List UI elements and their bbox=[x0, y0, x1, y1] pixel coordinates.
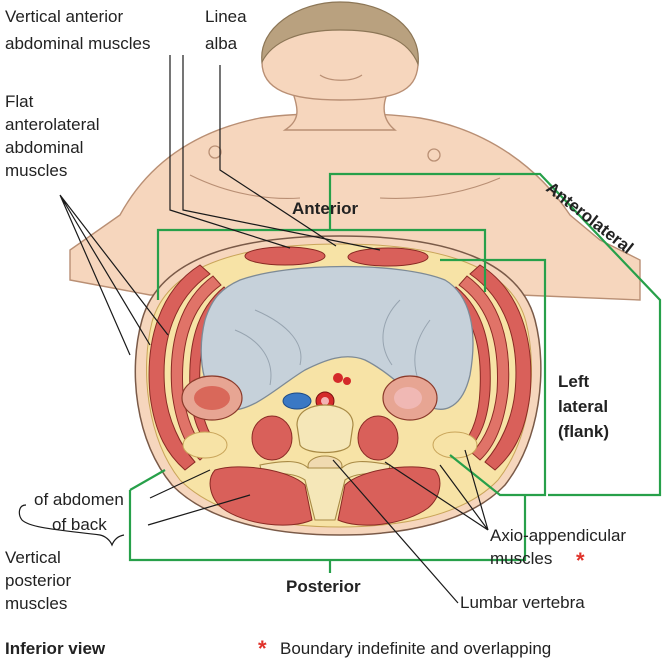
label-of-abdomen: of abdomen bbox=[34, 490, 124, 509]
posterior-bracket-in-left bbox=[130, 470, 165, 490]
quadratus-right bbox=[433, 432, 477, 458]
label-boundary-note: Boundary indefinite and overlapping bbox=[280, 639, 551, 658]
label-left-lateral-line1: Left bbox=[558, 372, 590, 391]
label-axio-appendicular: Axio-appendicular muscles bbox=[490, 526, 631, 568]
label-linea-alba-line1: Linea bbox=[205, 7, 247, 26]
label-flat-line2: anterolateral bbox=[5, 115, 100, 134]
label-linea-alba: Linea alba bbox=[205, 7, 251, 53]
label-vertical-anterior-line2: abdominal muscles bbox=[5, 34, 151, 53]
quadratus-left bbox=[183, 432, 227, 458]
label-vertical-posterior-line2: posterior bbox=[5, 571, 71, 590]
label-flat-anterolateral: Flat anterolateral abdominal muscles bbox=[5, 92, 104, 180]
cross-section bbox=[135, 236, 541, 535]
label-left-lateral: Left lateral (flank) bbox=[558, 372, 613, 441]
vertebral-body bbox=[297, 405, 353, 453]
label-vertical-posterior-line3: muscles bbox=[5, 594, 67, 613]
inferior-vena-cava bbox=[283, 393, 311, 409]
psoas-right bbox=[358, 416, 398, 460]
label-vertical-posterior-line1: Vertical bbox=[5, 548, 61, 567]
axio-asterisk: * bbox=[576, 548, 585, 573]
small-vessel-1 bbox=[333, 373, 343, 383]
rectus-abdominis-right bbox=[348, 248, 428, 266]
label-axio-line1: Axio-appendicular bbox=[490, 526, 626, 545]
label-of-back: of back bbox=[52, 515, 107, 534]
label-inferior-view: Inferior view bbox=[5, 639, 106, 658]
note-asterisk: * bbox=[258, 636, 267, 659]
label-vertical-posterior: Vertical posterior muscles bbox=[5, 548, 76, 613]
label-left-lateral-line2: lateral bbox=[558, 397, 608, 416]
label-flat-line4: muscles bbox=[5, 161, 67, 180]
label-axio-line2: muscles bbox=[490, 549, 552, 568]
label-posterior: Posterior bbox=[286, 577, 361, 596]
label-left-lateral-line3: (flank) bbox=[558, 422, 609, 441]
label-vertical-anterior-line1: Vertical anterior bbox=[5, 7, 123, 26]
psoas-left bbox=[252, 416, 292, 460]
aorta-lumen bbox=[321, 397, 329, 405]
left-kidney-inner bbox=[194, 386, 230, 410]
label-lumbar-vertebra: Lumbar vertebra bbox=[460, 593, 585, 612]
label-flat-line1: Flat bbox=[5, 92, 34, 111]
label-linea-alba-line2: alba bbox=[205, 34, 238, 53]
right-kidney-inner bbox=[394, 387, 422, 409]
rectus-abdominis-left bbox=[245, 247, 325, 265]
label-vertical-anterior: Vertical anterior abdominal muscles bbox=[5, 7, 151, 53]
label-anterior: Anterior bbox=[292, 199, 359, 218]
small-vessel-2 bbox=[343, 377, 351, 385]
label-flat-line3: abdominal bbox=[5, 138, 83, 157]
